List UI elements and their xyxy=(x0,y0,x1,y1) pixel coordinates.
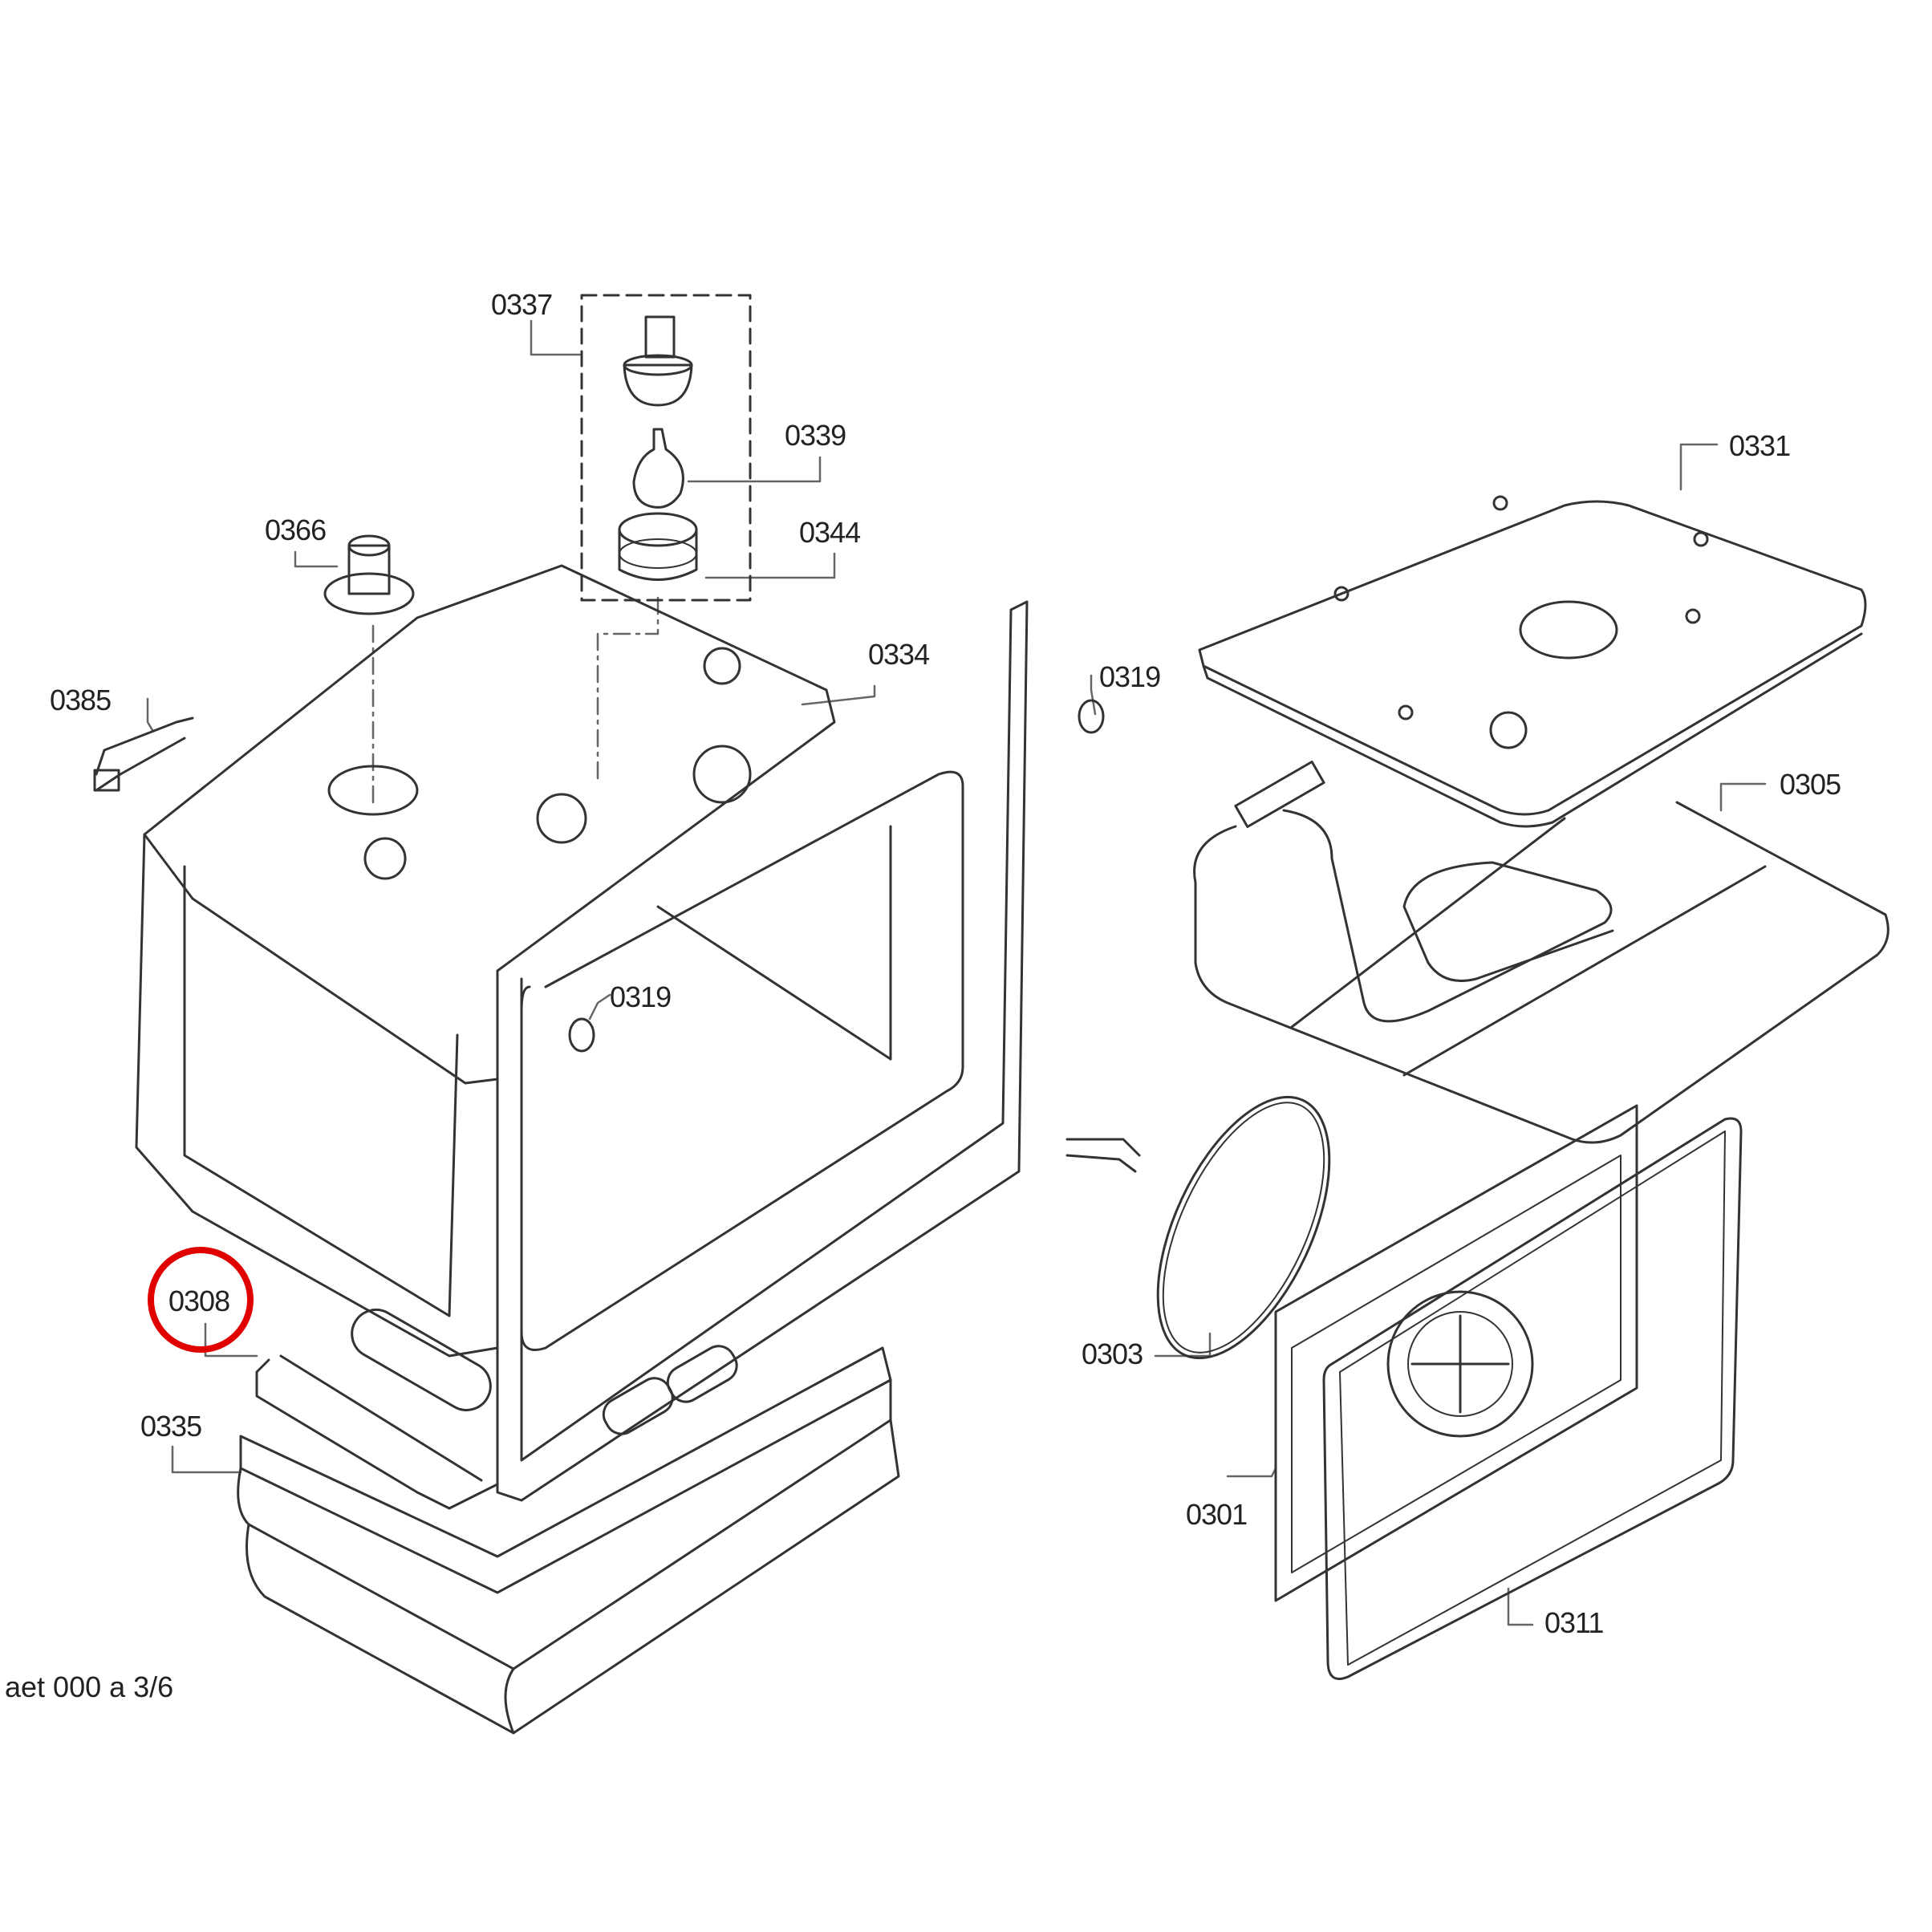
label-0311: 0311 xyxy=(1544,1606,1604,1639)
label-0319-top: 0319 xyxy=(1099,660,1161,693)
vent-fitting-icon xyxy=(323,534,415,615)
label-0301: 0301 xyxy=(1186,1498,1248,1531)
grill-heater-icon xyxy=(1193,761,1889,1144)
label-0334: 0334 xyxy=(868,638,930,671)
lamp-holder-icon xyxy=(623,315,693,407)
label-0303: 0303 xyxy=(1082,1337,1143,1370)
highlight-circle xyxy=(148,1247,254,1353)
bracket-icon xyxy=(93,716,194,792)
label-0319-cavity: 0319 xyxy=(610,980,672,1013)
label-0305: 0305 xyxy=(1780,768,1841,801)
clip-icon xyxy=(568,699,1105,1053)
gasket-icon xyxy=(1322,1117,1743,1680)
rear-panel-icon xyxy=(1274,1104,1638,1602)
fan-heater-icon xyxy=(1065,1095,1331,1360)
label-0344: 0344 xyxy=(799,516,861,549)
lamp-assembly-box xyxy=(580,294,752,602)
bulb-icon xyxy=(632,428,684,509)
label-0339: 0339 xyxy=(785,419,846,452)
insulation-icon xyxy=(237,1346,900,1735)
diagram-footer: aet 000 a 3/6 xyxy=(5,1670,174,1703)
label-0337: 0337 xyxy=(491,288,553,321)
lamp-cover-icon xyxy=(618,512,698,581)
leader-lines xyxy=(146,319,1767,1626)
oven-cavity-icon xyxy=(135,564,1029,1502)
top-cover-icon xyxy=(1198,495,1867,828)
label-0366: 0366 xyxy=(265,513,327,546)
label-0308: 0308 xyxy=(168,1285,230,1317)
bottom-heater-icon xyxy=(255,1309,738,1510)
label-0385: 0385 xyxy=(50,684,112,716)
label-0331: 0331 xyxy=(1729,429,1791,462)
label-0335: 0335 xyxy=(140,1410,202,1443)
